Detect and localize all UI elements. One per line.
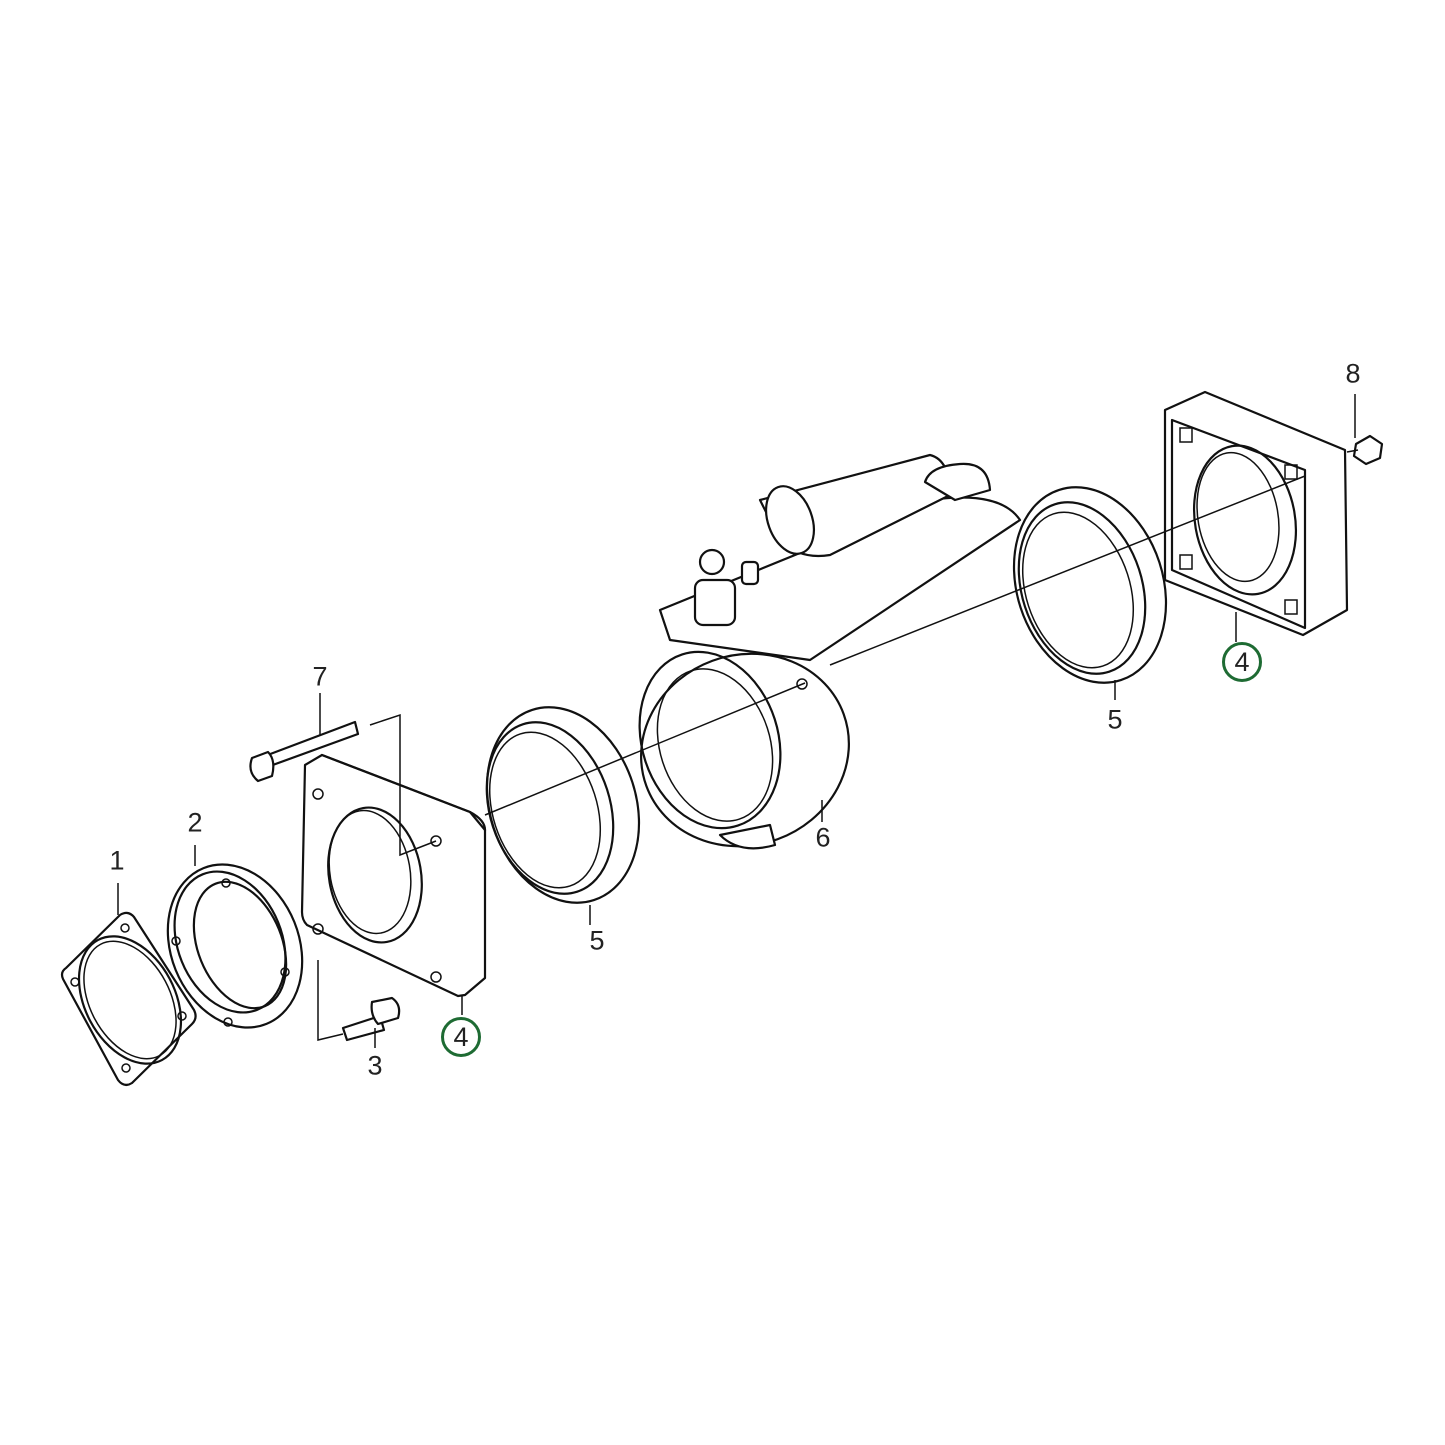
part-2-flange [166,845,304,1029]
assembly-axis-line [829,475,1306,666]
part-5-seal-right [1012,486,1168,700]
callout-5: 5 [1107,704,1123,735]
callout-4-highlighted[interactable]: 4 [1222,642,1262,682]
callout-1: 1 [109,845,125,876]
part-4-flange-block-left [300,713,487,1015]
part-5-seal-left [485,706,641,925]
callout-6: 6 [815,822,831,853]
part-6-valve-body [638,453,1022,850]
part-8-nut [1352,394,1384,466]
part-7-bolt [249,693,360,783]
callout-4-highlighted[interactable]: 4 [441,1017,481,1057]
assembly-axis-line [1346,449,1359,453]
callout-5: 5 [589,925,605,956]
callout-8: 8 [1345,358,1361,389]
assembly-axis-line [484,682,806,816]
part-3-bolt [317,960,401,1048]
callout-7: 7 [312,661,328,692]
part-1-gasket [60,883,197,1087]
part-4-flange-block-right [1163,390,1349,642]
callout-3: 3 [367,1050,383,1081]
callout-2: 2 [187,807,203,838]
